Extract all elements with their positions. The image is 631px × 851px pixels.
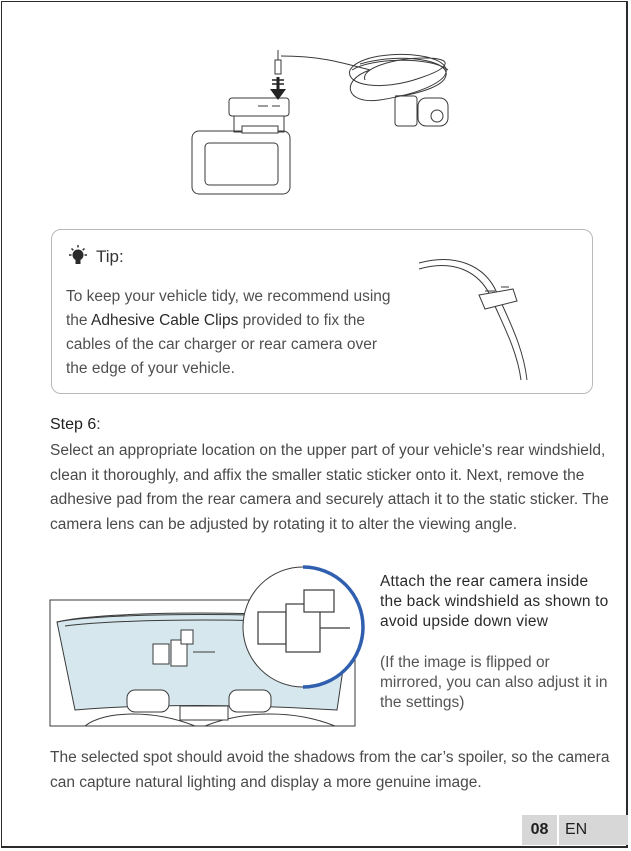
zoom-circle-illustration	[242, 565, 365, 689]
tip-title: Tip:	[96, 247, 124, 266]
step-text: Select an appropriate location on the up…	[50, 442, 609, 533]
windshield-illustration	[49, 599, 356, 727]
attach-heading: Attach the rear camera inside the back w…	[380, 573, 609, 630]
tip-text-before: To keep your vehicle tidy, we recommend …	[66, 288, 391, 329]
bottom-paragraph: The selected spot should avoid the shado…	[50, 749, 610, 791]
page-number: 08	[522, 815, 557, 845]
tip-text-after: provided to fix the cables of the car ch…	[66, 312, 377, 377]
cable-clip-illustration	[418, 259, 528, 381]
tip-text: To keep your vehicle tidy, we recommend …	[66, 285, 396, 381]
attach-note: (If the image is flipped or mirrored, yo…	[380, 654, 608, 711]
step-title: Step 6:	[50, 416, 101, 434]
lightbulb-icon	[69, 245, 87, 264]
step-label: Step 6	[50, 416, 97, 433]
language-label: EN	[559, 815, 628, 845]
tip-highlight: Adhesive Cable Clips	[91, 312, 239, 329]
dashcam-connection-illustration	[191, 50, 449, 195]
step-colon: :	[96, 416, 101, 433]
tip-box	[51, 229, 593, 394]
